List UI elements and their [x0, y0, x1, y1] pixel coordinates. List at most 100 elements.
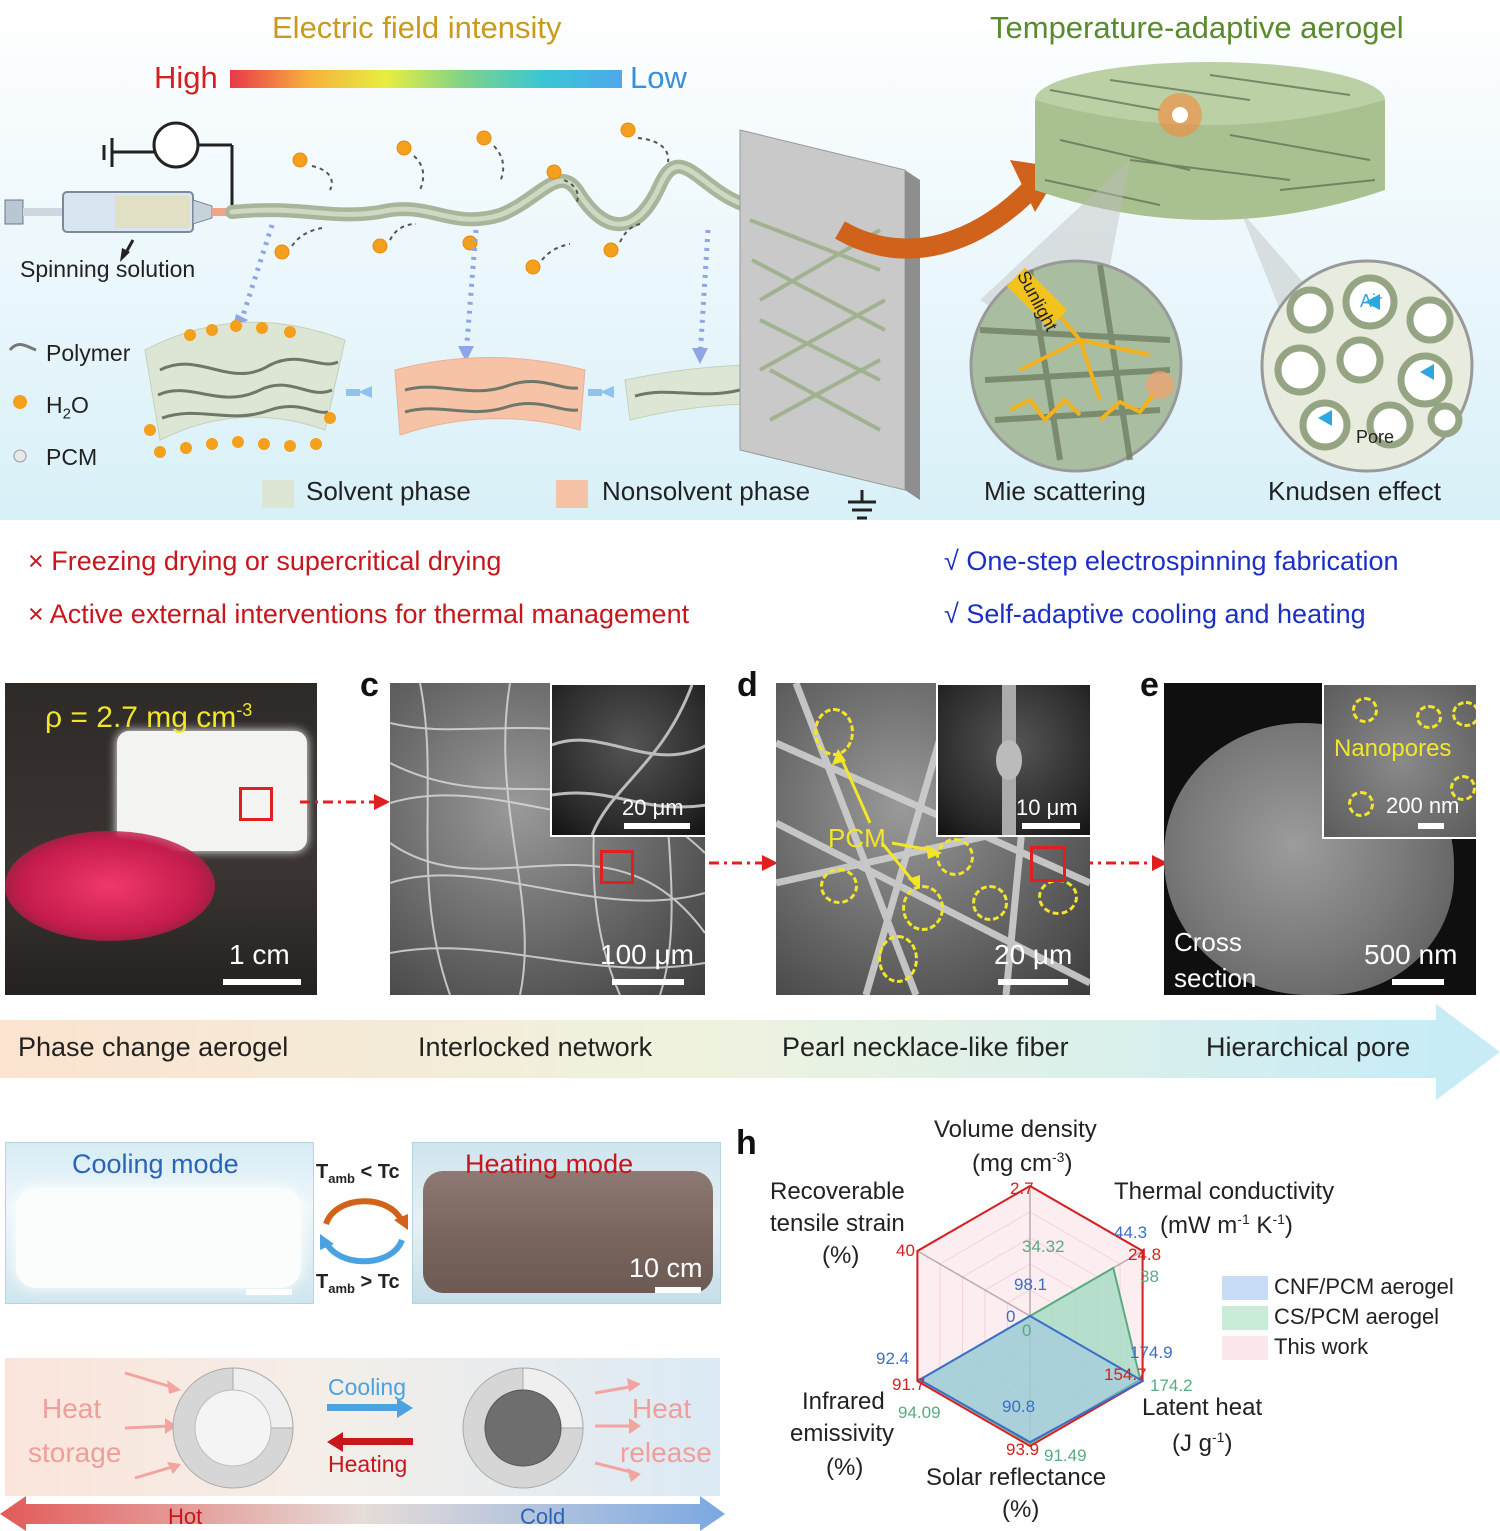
hot-label: Hot: [168, 1504, 203, 1529]
stage-hierarchical-pore: Hierarchical pore: [1206, 1032, 1411, 1062]
scale-label-e: 500 nm: [1364, 939, 1458, 970]
panel-letter-c: c: [360, 666, 379, 704]
stage-arrow-head: [1436, 1004, 1500, 1100]
solvent-phase-swatch: [262, 480, 294, 508]
sem-network-inset: 20 μm: [550, 683, 705, 837]
scale-bar-e: [1392, 979, 1444, 985]
condition-above: Tamb > Tc: [316, 1271, 400, 1296]
legend-label-cnf: CNF/PCM aerogel: [1274, 1274, 1454, 1299]
radar-value-label: 24.8: [1128, 1245, 1162, 1264]
axis-label-solar-reflectance: Solar reflectance: [926, 1464, 1107, 1491]
radar-area-cnf: [917, 1314, 1145, 1444]
mode-cycle-arrows: [320, 1198, 408, 1265]
scale-label-d: 20 μm: [994, 939, 1073, 970]
axis-label-tensile-strain: tensile strain: [770, 1210, 905, 1237]
pro-item-1: √ One-step electrospinning fabrication: [944, 546, 1399, 576]
aerogel-title: Temperature-adaptive aerogel: [990, 10, 1404, 45]
axis-unit-tensile-strain: (%): [822, 1242, 860, 1269]
scale-bar-heating: [655, 1287, 701, 1293]
electrospinning-diagram: [4, 121, 920, 520]
nanopores-label: Nanopores: [1334, 735, 1452, 762]
aerogel-photo-panel: ρ = 2.7 mg cm-3 1 cm: [5, 683, 317, 995]
scale-label-b: 1 cm: [229, 939, 290, 970]
pro-item-2: √ Self-adaptive cooling and heating: [944, 599, 1366, 629]
legend-swatch-cnf: [1222, 1276, 1268, 1300]
nonsolvent-phase-label: Nonsolvent phase: [602, 476, 811, 506]
field-intensity-title: Electric field intensity: [272, 10, 562, 45]
sem-cross-section-panel: Nanopores 200 nm Cross section 500 nm: [1164, 683, 1476, 995]
pore-label: Pore: [1356, 427, 1395, 447]
radar-value-label: 174.2: [1150, 1376, 1193, 1395]
axis-label-latent-heat: Latent heat: [1142, 1394, 1263, 1421]
nanopore-marker: [1452, 701, 1476, 727]
axis-label-emissivity: emissivity: [790, 1420, 895, 1447]
axis-unit-thermal-conductivity: (mW m-1 K-1): [1160, 1211, 1293, 1239]
cooling-mode-label: Cooling mode: [72, 1149, 239, 1179]
syringe-plunger-icon: [4, 199, 24, 225]
spinning-solution-label: Spinning solution: [20, 256, 196, 282]
radar-value-label: 154.7: [1104, 1365, 1147, 1384]
aerogel-diagram: [835, 62, 1474, 473]
section-label: section: [1174, 963, 1257, 993]
inset-scale-label-c: 20 μm: [622, 795, 684, 820]
cooling-arrow-label: Cooling: [328, 1374, 406, 1400]
cooling-mode-photo: Cooling mode: [5, 1142, 314, 1304]
radar-value-label: 44.3: [1114, 1223, 1148, 1242]
cold-label: Cold: [520, 1504, 566, 1529]
legend-swatch-cs: [1222, 1306, 1268, 1330]
legend-label-this-work: This work: [1274, 1334, 1369, 1359]
sem-pore-inset: Nanopores 200 nm: [1322, 683, 1476, 839]
pcm-bead-marker: [936, 838, 974, 876]
solvent-phase-label: Solvent phase: [306, 476, 471, 506]
legend-swatch-this-work: [1222, 1336, 1268, 1360]
hot-cold-arrow: [0, 1496, 725, 1531]
inset-fibers: [552, 685, 705, 835]
sem-network-panel: 20 μm 100 μm: [390, 683, 705, 995]
pcm-bead-marker: [878, 935, 918, 983]
axis-label-volume-density: Volume density: [934, 1116, 1097, 1143]
pcm-bead-marker: [814, 708, 854, 756]
sem-fiber-panel: 10 μm PCM 20 μm: [776, 683, 1090, 995]
inset-scale-label-e: 200 nm: [1386, 793, 1460, 818]
scale-bar-c: [612, 979, 684, 985]
axis-unit-volume-density: (mg cm-3): [972, 1149, 1073, 1177]
sem-fiber-inset: 10 μm: [936, 683, 1090, 837]
zoom-box-c: [600, 850, 634, 884]
radar-value-label: 91.49: [1044, 1446, 1087, 1465]
pcm-arrows: [832, 749, 942, 889]
legend-polymer: Polymer: [46, 340, 131, 366]
scale-label-c: 100 μm: [600, 939, 694, 970]
legend-pcm: PCM: [46, 444, 98, 470]
panel-letter-e: e: [1140, 666, 1159, 704]
legend-h2o: H2O: [46, 392, 89, 423]
heat-storage-line1: Heat: [42, 1393, 102, 1424]
axis-unit-solar-reflectance: (%): [1002, 1496, 1040, 1523]
inset-bead: [996, 740, 1022, 780]
zoom-box-d: [1030, 846, 1066, 882]
pcm-bead-marker: [820, 868, 858, 904]
radar-value-label: 34.32: [1022, 1237, 1065, 1256]
air-label: Air: [1360, 291, 1382, 311]
high-label: High: [154, 60, 218, 95]
stage-pearl-necklace-fiber: Pearl necklace-like fiber: [782, 1032, 1069, 1062]
knudsen-effect-label: Knudsen effect: [1268, 476, 1441, 506]
radar-value-label: 98.1: [1014, 1275, 1048, 1294]
inset-scale-label-d: 10 μm: [1016, 795, 1078, 820]
heating-arrow-label: Heating: [328, 1451, 408, 1477]
legend-label-cs: CS/PCM aerogel: [1274, 1304, 1440, 1329]
radar-chart: [916, 1184, 1145, 1448]
heat-release-line2: release: [620, 1437, 712, 1468]
nanopore-marker: [1416, 705, 1442, 729]
axis-label-recoverable: Recoverable: [770, 1178, 905, 1205]
radar-value-label: 38: [1140, 1267, 1159, 1286]
field-gradient-bar: [230, 70, 622, 88]
white-aerogel: [16, 1188, 301, 1288]
radar-value-label: 40: [896, 1241, 915, 1260]
zoom-box: [239, 787, 273, 821]
inset-scale-bar-e: [1418, 823, 1444, 829]
heating-mode-label: Heating mode: [465, 1149, 634, 1179]
heat-release-line1: Heat: [632, 1393, 692, 1424]
heating-mode-photo: Heating mode 10 cm: [412, 1142, 721, 1304]
axis-label-thermal-conductivity: Thermal conductivity: [1114, 1178, 1335, 1205]
radar-value-label: 174.9: [1130, 1343, 1173, 1362]
